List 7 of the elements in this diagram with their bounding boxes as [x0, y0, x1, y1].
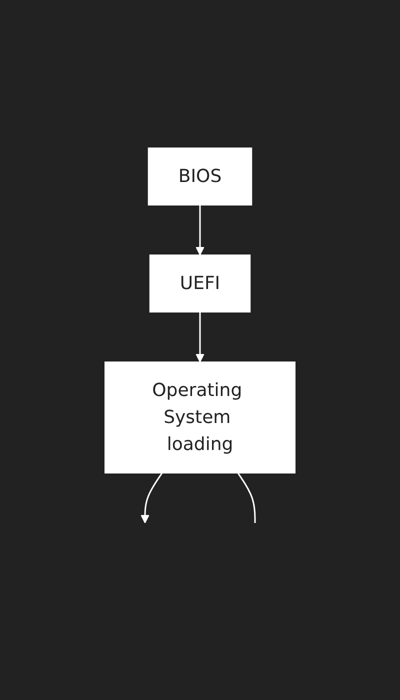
arrow — [196, 204, 204, 255]
process-box: Operating System loading — [104, 361, 296, 473]
connector-line — [237, 472, 256, 522]
process-box: BIOS — [148, 147, 252, 205]
arrow — [196, 312, 204, 362]
arrow — [140, 472, 163, 523]
process-box: UEFI — [149, 254, 251, 312]
